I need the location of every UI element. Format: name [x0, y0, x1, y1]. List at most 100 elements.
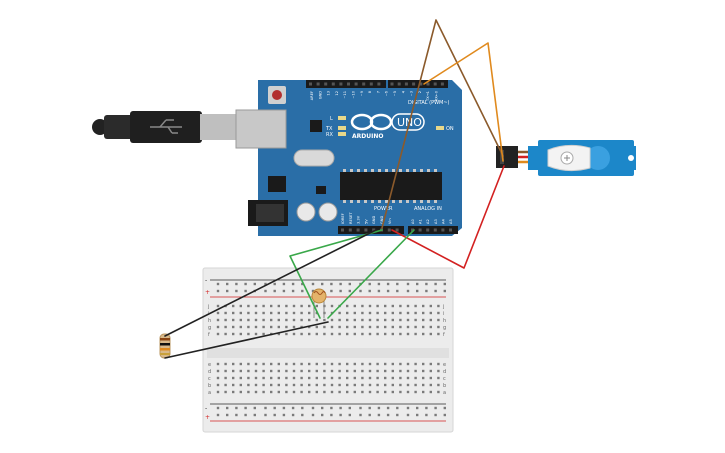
breadboard-hole[interactable] — [254, 383, 258, 387]
breadboard-hole[interactable] — [232, 390, 235, 394]
breadboard-hole[interactable] — [285, 369, 288, 373]
rail-hole[interactable] — [273, 282, 276, 286]
breadboard-hole[interactable] — [308, 383, 311, 387]
rail-hole[interactable] — [416, 289, 419, 293]
breadboard-hole[interactable] — [391, 318, 394, 322]
breadboard-hole[interactable] — [292, 318, 296, 322]
breadboard-hole[interactable] — [353, 362, 356, 366]
breadboard-hole[interactable] — [330, 390, 334, 394]
rail-hole[interactable] — [291, 406, 295, 410]
breadboard-hole[interactable] — [429, 362, 432, 366]
rail-hole[interactable] — [368, 406, 371, 410]
breadboard-hole[interactable] — [391, 304, 394, 308]
rail-hole[interactable] — [339, 406, 342, 410]
header-hole[interactable] — [364, 228, 368, 232]
breadboard-hole[interactable] — [422, 390, 425, 394]
breadboard-hole[interactable] — [270, 376, 273, 380]
breadboard-hole[interactable] — [254, 376, 258, 380]
breadboard-hole[interactable] — [361, 332, 364, 336]
breadboard-hole[interactable] — [292, 383, 296, 387]
breadboard-hole[interactable] — [399, 390, 402, 394]
breadboard-hole[interactable] — [437, 369, 440, 373]
rail-hole[interactable] — [359, 406, 362, 410]
rail-hole[interactable] — [386, 282, 390, 286]
rail-hole[interactable] — [311, 289, 315, 293]
breadboard-hole[interactable] — [338, 332, 341, 336]
header-hole[interactable] — [404, 82, 408, 86]
breadboard-hole[interactable] — [270, 304, 273, 308]
breadboard-hole[interactable] — [270, 325, 273, 329]
breadboard-hole[interactable] — [346, 325, 349, 329]
breadboard-hole[interactable] — [361, 325, 364, 329]
breadboard-hole[interactable] — [308, 332, 311, 336]
breadboard-hole[interactable] — [239, 362, 242, 366]
breadboard-hole[interactable] — [262, 369, 265, 373]
breadboard-hole[interactable] — [270, 311, 273, 315]
breadboard-hole[interactable] — [254, 325, 258, 329]
breadboard-hole[interactable] — [285, 325, 288, 329]
rail-hole[interactable] — [321, 282, 324, 286]
breadboard-hole[interactable] — [437, 362, 440, 366]
breadboard-hole[interactable] — [224, 318, 227, 322]
breadboard-hole[interactable] — [338, 383, 341, 387]
breadboard-hole[interactable] — [247, 369, 250, 373]
breadboard-hole[interactable] — [414, 376, 417, 380]
wire-brown-gnd-to-servo[interactable] — [381, 19, 504, 229]
breadboard-hole[interactable] — [376, 369, 379, 373]
breadboard-hole[interactable] — [422, 332, 425, 336]
rail-hole[interactable] — [282, 413, 286, 417]
breadboard-hole[interactable] — [277, 376, 280, 380]
breadboard-hole[interactable] — [429, 332, 432, 336]
breadboard-hole[interactable] — [353, 318, 356, 322]
breadboard-hole[interactable] — [361, 362, 364, 366]
breadboard-hole[interactable] — [216, 311, 220, 315]
rail-hole[interactable] — [348, 289, 351, 293]
rail-hole[interactable] — [368, 282, 371, 286]
breadboard-hole[interactable] — [216, 362, 220, 366]
breadboard-hole[interactable] — [262, 376, 265, 380]
breadboard-hole[interactable] — [384, 376, 387, 380]
rail-hole[interactable] — [264, 413, 267, 417]
breadboard-hole[interactable] — [285, 318, 288, 322]
breadboard-hole[interactable] — [346, 362, 349, 366]
breadboard-hole[interactable] — [308, 376, 311, 380]
rail-hole[interactable] — [216, 282, 220, 286]
rail-hole[interactable] — [416, 282, 419, 286]
rail-hole[interactable] — [226, 413, 229, 417]
wire-black-resistor-to-ldr[interactable] — [164, 321, 329, 359]
rail-hole[interactable] — [406, 413, 410, 417]
rail-hole[interactable] — [244, 406, 247, 410]
breadboard-hole[interactable] — [437, 325, 440, 329]
breadboard-hole[interactable] — [399, 383, 402, 387]
breadboard-hole[interactable] — [247, 318, 250, 322]
breadboard-hole[interactable] — [353, 369, 356, 373]
wire-orange-pin3-to-servo[interactable] — [423, 42, 504, 162]
rail-hole[interactable] — [264, 282, 267, 286]
breadboard-hole[interactable] — [224, 376, 227, 380]
breadboard-hole[interactable] — [399, 369, 402, 373]
servo-motor[interactable] — [496, 140, 636, 176]
usb-cable[interactable] — [92, 111, 236, 143]
header-hole[interactable] — [372, 228, 376, 232]
breadboard-hole[interactable] — [292, 369, 296, 373]
resistor[interactable] — [159, 333, 171, 359]
rail-hole[interactable] — [321, 413, 324, 417]
rail-hole[interactable] — [368, 289, 371, 293]
breadboard-hole[interactable] — [406, 332, 410, 336]
breadboard-hole[interactable] — [399, 362, 402, 366]
breadboard-hole[interactable] — [376, 390, 379, 394]
breadboard-hole[interactable] — [300, 369, 303, 373]
rail-hole[interactable] — [396, 406, 399, 410]
breadboard-hole[interactable] — [406, 362, 410, 366]
rail-hole[interactable] — [216, 406, 220, 410]
breadboard-hole[interactable] — [368, 369, 372, 373]
rail-hole[interactable] — [339, 282, 342, 286]
breadboard-hole[interactable] — [300, 318, 303, 322]
breadboard-hole[interactable] — [376, 325, 379, 329]
breadboard-hole[interactable] — [254, 390, 258, 394]
breadboard-hole[interactable] — [239, 332, 242, 336]
breadboard-hole[interactable] — [384, 325, 387, 329]
breadboard-hole[interactable] — [429, 376, 432, 380]
breadboard-hole[interactable] — [376, 332, 379, 336]
